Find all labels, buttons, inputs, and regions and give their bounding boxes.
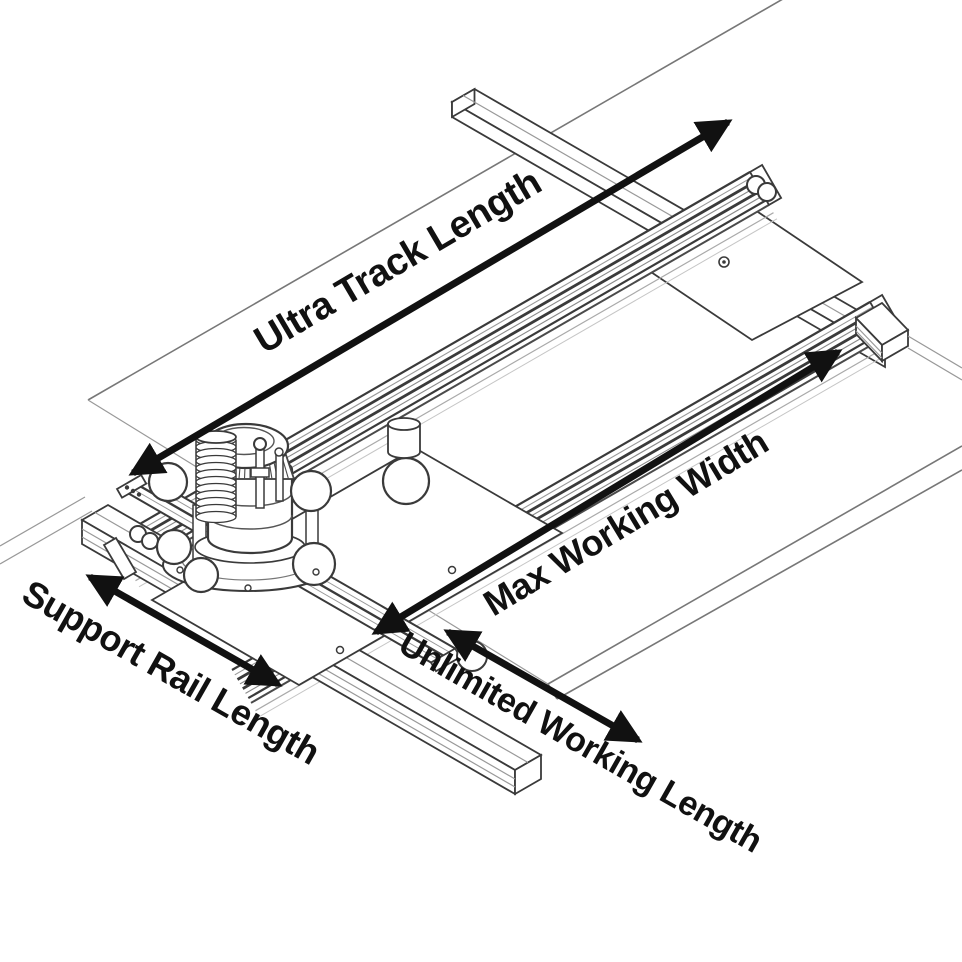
cylinder-knob bbox=[387, 417, 421, 459]
dimension-arrows bbox=[85, 118, 843, 744]
dust-hose bbox=[195, 430, 237, 524]
max-working-width-arrow bbox=[371, 349, 843, 635]
router-sled-carriage bbox=[102, 417, 564, 687]
track-left-end-cap bbox=[102, 525, 159, 581]
support-rail-length-arrow bbox=[85, 573, 283, 688]
track-end-roller bbox=[757, 182, 777, 202]
right-rail-slider bbox=[854, 301, 962, 381]
ultra-track-length-arrow bbox=[128, 118, 733, 477]
unlimited-working-length-arrow bbox=[443, 628, 643, 744]
